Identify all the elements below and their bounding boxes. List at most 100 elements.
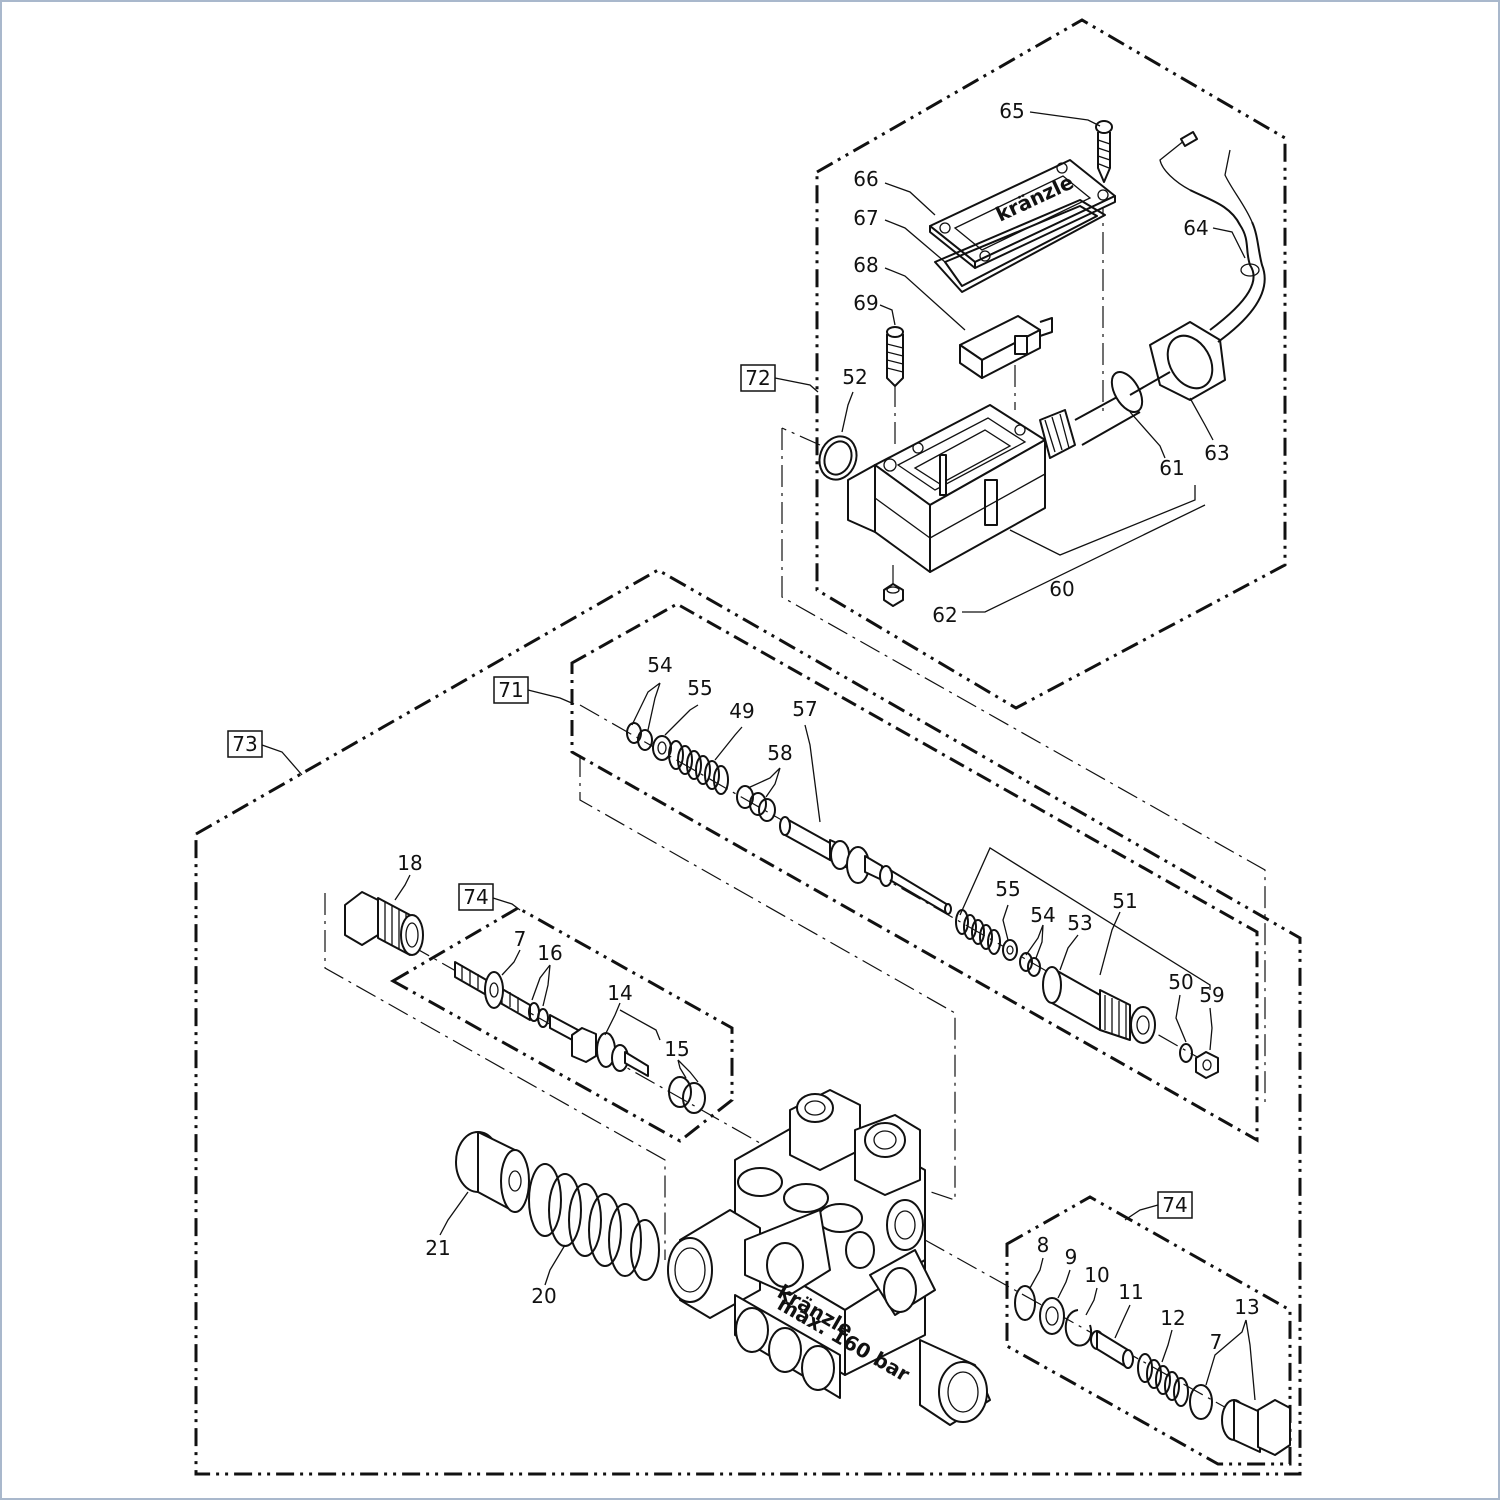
leader-57 bbox=[804, 724, 821, 823]
leader-7a bbox=[501, 949, 521, 976]
axis-valve-body-left bbox=[579, 755, 956, 1201]
leader-16 bbox=[531, 964, 551, 1007]
spring-20 bbox=[528, 1163, 660, 1281]
leader-62 bbox=[962, 504, 1206, 613]
axis-plug-18 bbox=[324, 893, 666, 1260]
needle-14 bbox=[549, 1014, 649, 1077]
o-rings-15 bbox=[668, 1076, 706, 1114]
leader-55a bbox=[664, 704, 699, 736]
cover-66: kränzle bbox=[929, 159, 1116, 269]
leader-49 bbox=[714, 726, 743, 761]
ring-55-left bbox=[652, 735, 672, 761]
callout-14: 14 bbox=[607, 981, 632, 1005]
group-74-upper-boundary bbox=[389, 906, 734, 1143]
callout-63: 63 bbox=[1204, 441, 1229, 465]
o-rings-16 bbox=[528, 1002, 549, 1028]
group-74-lower-boundary bbox=[1005, 1195, 1292, 1466]
callout-64: 64 bbox=[1183, 216, 1208, 240]
leader-53 bbox=[1059, 934, 1079, 971]
callout-7b: 7 bbox=[1210, 1330, 1223, 1354]
plug-18 bbox=[344, 891, 424, 956]
callout-9: 9 bbox=[1065, 1245, 1078, 1269]
leader-73 bbox=[261, 744, 303, 776]
callout-65: 65 bbox=[999, 99, 1024, 123]
union-nut-63 bbox=[1129, 321, 1226, 401]
leader-60-61 bbox=[1009, 485, 1196, 556]
callout-59: 59 bbox=[1199, 983, 1224, 1007]
axis-unloader-right bbox=[924, 1239, 1231, 1411]
axis-needle-14 bbox=[409, 944, 791, 1161]
washer-7-upper bbox=[484, 971, 504, 1009]
micro-switch-68 bbox=[959, 315, 1053, 379]
callout-67: 67 bbox=[853, 206, 878, 230]
callout-60: 60 bbox=[1049, 577, 1074, 601]
o-rings-58 bbox=[736, 785, 776, 822]
circlip-10 bbox=[1064, 1309, 1092, 1347]
group-label-74a: 74 bbox=[463, 885, 488, 909]
o-rings-54-right bbox=[1019, 952, 1041, 977]
leader-54a bbox=[631, 682, 661, 731]
callout-57: 57 bbox=[792, 697, 817, 721]
group-label-71: 71 bbox=[498, 678, 523, 702]
callout-54a: 54 bbox=[647, 653, 672, 677]
leader-12 bbox=[1161, 1329, 1173, 1363]
leader-21 bbox=[439, 1191, 469, 1236]
leader-51 bbox=[1099, 911, 1121, 976]
spring-49 bbox=[668, 740, 729, 795]
callout-54b: 54 bbox=[1030, 903, 1055, 927]
switch-housing-60 bbox=[847, 404, 1046, 573]
o-ring-7-lower bbox=[1189, 1384, 1213, 1420]
o-rings-54-left bbox=[626, 722, 653, 751]
leader-18 bbox=[394, 874, 411, 901]
group-label-73-box bbox=[227, 730, 263, 758]
callout-50: 50 bbox=[1168, 970, 1193, 994]
callout-16: 16 bbox=[537, 941, 562, 965]
cable-gland-61 bbox=[1039, 371, 1144, 459]
callout-66: 66 bbox=[853, 167, 878, 191]
leader-54b bbox=[1025, 924, 1044, 959]
valve-seat-53-51 bbox=[1042, 966, 1156, 1044]
leader-74b bbox=[1124, 1204, 1159, 1221]
callout-49: 49 bbox=[729, 699, 754, 723]
nut-59 bbox=[1195, 1051, 1219, 1079]
ring-55-right bbox=[1002, 939, 1018, 961]
group-label-74b: 74 bbox=[1162, 1193, 1187, 1217]
group-label-74a-box bbox=[458, 883, 494, 911]
leader-63 bbox=[1189, 397, 1214, 441]
leader-58 bbox=[747, 767, 781, 798]
callout-61: 61 bbox=[1159, 456, 1184, 480]
leader-66 bbox=[884, 182, 936, 216]
leader-15 bbox=[677, 1059, 699, 1083]
leader-20 bbox=[544, 1244, 566, 1286]
leader-55b bbox=[1002, 904, 1009, 941]
callout-62: 62 bbox=[932, 603, 957, 627]
group-label-74b-box bbox=[1157, 1191, 1193, 1219]
valve-stem-57 bbox=[779, 816, 952, 915]
axis-housing-lower bbox=[781, 427, 821, 446]
leader-61 bbox=[1129, 411, 1166, 459]
cable-64 bbox=[1159, 131, 1266, 343]
leader-65 bbox=[1029, 111, 1101, 127]
leader-72 bbox=[774, 377, 819, 393]
washer-9 bbox=[1039, 1297, 1065, 1335]
valve-body: kränzle max. 160 bar bbox=[667, 1089, 991, 1426]
callout-53: 53 bbox=[1067, 911, 1092, 935]
leader-9 bbox=[1057, 1269, 1071, 1299]
callout-7a: 7 bbox=[514, 927, 527, 951]
leader-69 bbox=[879, 304, 896, 326]
group-label-72: 72 bbox=[745, 366, 770, 390]
callout-55a: 55 bbox=[687, 676, 712, 700]
leader-group-55-54 bbox=[959, 847, 1211, 990]
leader-14 bbox=[604, 1002, 661, 1041]
leader-74a bbox=[492, 897, 521, 911]
axis-switch-housing bbox=[781, 428, 1266, 1102]
callout-8: 8 bbox=[1037, 1233, 1050, 1257]
group-label-72-box bbox=[740, 364, 776, 392]
callout-18: 18 bbox=[397, 851, 422, 875]
plug-13 bbox=[1221, 1399, 1291, 1456]
callout-15: 15 bbox=[664, 1037, 689, 1061]
gasket-67 bbox=[934, 199, 1106, 293]
screw-65 bbox=[1095, 120, 1113, 183]
callout-58: 58 bbox=[767, 741, 792, 765]
